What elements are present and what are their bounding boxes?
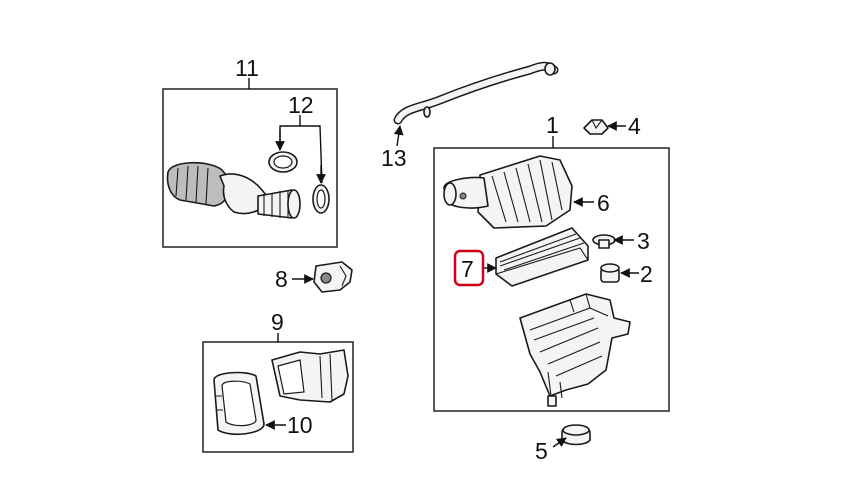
intake-duct-part-11 [166, 161, 301, 219]
callout-11[interactable]: 11 [235, 55, 259, 81]
arrow-13 [393, 125, 404, 147]
air-cleaner-housing-part-1 [519, 293, 631, 407]
group-box-11 [162, 88, 338, 248]
seal-part-10 [213, 371, 265, 436]
duct-part-9 [271, 349, 349, 403]
callout-7-highlight [453, 249, 485, 287]
callout-2[interactable]: 2 [640, 261, 653, 287]
callout-5[interactable]: 5 [535, 438, 548, 464]
grommet-part-5 [561, 424, 591, 446]
grommet-part-3 [592, 234, 616, 249]
callout-7[interactable]: 7 [461, 256, 474, 282]
breather-hose-part-13 [393, 61, 559, 125]
callout-10[interactable]: 10 [287, 412, 313, 438]
callout-12[interactable]: 12 [288, 92, 314, 118]
group-box-1 [433, 147, 670, 412]
arrow-5 [552, 437, 567, 448]
callout-8[interactable]: 8 [275, 266, 288, 292]
callout-3[interactable]: 3 [637, 228, 650, 254]
callout-4[interactable]: 4 [628, 113, 641, 139]
callout-6[interactable]: 6 [597, 190, 610, 216]
sensor-part-8 [313, 261, 353, 293]
callout-1[interactable]: 1 [546, 112, 559, 138]
callout-13[interactable]: 13 [381, 145, 407, 171]
bolt-part-4 [583, 119, 609, 135]
air-cleaner-cover-part-6 [443, 155, 573, 229]
callout-9[interactable]: 9 [271, 309, 284, 335]
hose-clamp-part-12 [268, 151, 330, 214]
air-filter-element-part-7 [495, 227, 589, 287]
cap-part-2 [600, 263, 620, 283]
